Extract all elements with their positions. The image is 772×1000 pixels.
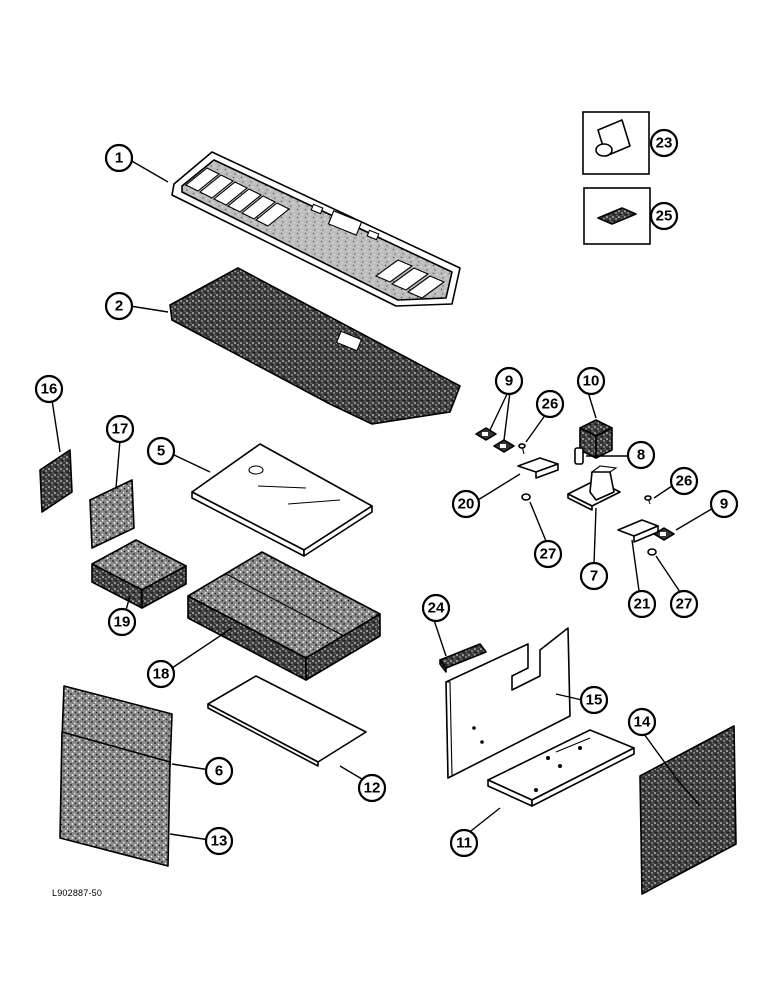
part-16-small-pad — [39, 449, 73, 513]
callout-9-right: 9 — [709, 489, 739, 519]
svg-text:14: 14 — [634, 714, 651, 731]
callout-12: 12 — [357, 773, 387, 803]
svg-text:27: 27 — [676, 596, 693, 613]
part-27-nut-lower — [647, 548, 657, 556]
part-15-notched-panel — [445, 627, 571, 779]
svg-text:26: 26 — [676, 473, 693, 490]
callout-19: 19 — [107, 607, 137, 637]
part-21-bracket — [617, 519, 659, 543]
callout-24: 24 — [421, 593, 451, 623]
svg-text:9: 9 — [720, 496, 728, 513]
leader-lines — [51, 159, 721, 841]
svg-text:1: 1 — [115, 150, 123, 167]
part-9-clip-left-b — [493, 439, 515, 453]
svg-text:26: 26 — [542, 396, 559, 413]
callout-13: 13 — [204, 826, 234, 856]
part-1-top-panel — [171, 151, 461, 307]
inset-box-25 — [583, 187, 651, 245]
callout-21: 21 — [627, 589, 657, 619]
part-26-screw-upper — [518, 443, 526, 455]
callout-9-left: 9 — [494, 366, 524, 396]
callout-11: 11 — [449, 828, 479, 858]
callout-27-upper: 27 — [533, 539, 563, 569]
callout-18: 18 — [146, 659, 176, 689]
callout-23: 23 — [649, 128, 679, 158]
part-9-clip-right — [653, 527, 675, 541]
svg-text:9: 9 — [505, 373, 513, 390]
svg-text:23: 23 — [656, 135, 673, 152]
callout-1: 1 — [104, 143, 134, 173]
svg-text:20: 20 — [458, 496, 475, 513]
callout-27-lower: 27 — [669, 589, 699, 619]
part-18-large-foam-block — [187, 551, 381, 681]
callout-6: 6 — [204, 756, 234, 786]
part-24-bracket-bar — [439, 643, 487, 673]
svg-text:6: 6 — [215, 763, 223, 780]
callout-26-lower: 26 — [669, 466, 699, 496]
svg-text:18: 18 — [153, 666, 170, 683]
part-14-right-panel — [639, 725, 737, 895]
svg-text:12: 12 — [364, 780, 381, 797]
svg-text:19: 19 — [114, 614, 131, 631]
panel-grooves — [184, 167, 446, 299]
part-11-base-plate — [487, 729, 635, 807]
mat-center-opening — [335, 330, 363, 352]
callout-7: 7 — [579, 561, 609, 591]
part-26-screw-lower — [644, 495, 652, 505]
svg-text:21: 21 — [634, 596, 651, 613]
part-9-clip-left-a — [475, 427, 497, 441]
svg-text:2: 2 — [115, 298, 123, 315]
callout-10: 10 — [576, 366, 606, 396]
panel-center-opening — [327, 210, 363, 236]
callout-14: 14 — [627, 707, 657, 737]
svg-text:7: 7 — [590, 568, 598, 585]
callout-2: 2 — [104, 291, 134, 321]
part-10-cube-block — [579, 419, 613, 459]
part-17-pad — [89, 479, 135, 549]
callout-17: 17 — [105, 414, 135, 444]
board-hole — [248, 465, 264, 475]
inset-box-23 — [582, 111, 650, 175]
svg-text:25: 25 — [656, 208, 673, 225]
part-2-floor-mat — [169, 267, 461, 425]
svg-text:11: 11 — [456, 835, 472, 852]
part-12-thin-sheet — [207, 675, 367, 767]
svg-text:10: 10 — [583, 373, 600, 390]
callout-16: 16 — [34, 374, 64, 404]
svg-text:13: 13 — [211, 833, 228, 850]
part-7-housing — [567, 465, 621, 511]
svg-text:16: 16 — [41, 381, 58, 398]
part-5-floor-board — [191, 443, 373, 557]
svg-text:5: 5 — [157, 443, 165, 460]
callout-26-upper: 26 — [535, 389, 565, 419]
svg-text:15: 15 — [586, 692, 603, 709]
callout-15: 15 — [579, 685, 609, 715]
callout-25: 25 — [649, 201, 679, 231]
callout-5: 5 — [146, 436, 176, 466]
part-13-side-panel — [59, 731, 171, 867]
svg-text:27: 27 — [540, 546, 557, 563]
part-27-nut-upper — [521, 493, 531, 501]
svg-text:17: 17 — [112, 421, 129, 438]
part-19-foam-block — [91, 539, 187, 609]
callout-8: 8 — [626, 440, 656, 470]
svg-text:24: 24 — [428, 600, 445, 617]
svg-text:8: 8 — [637, 447, 645, 464]
part-20-bracket — [517, 457, 559, 479]
part-8-pin — [574, 447, 584, 465]
drawing-reference-code: L902887-50 — [52, 888, 103, 898]
callout-20: 20 — [451, 489, 481, 519]
